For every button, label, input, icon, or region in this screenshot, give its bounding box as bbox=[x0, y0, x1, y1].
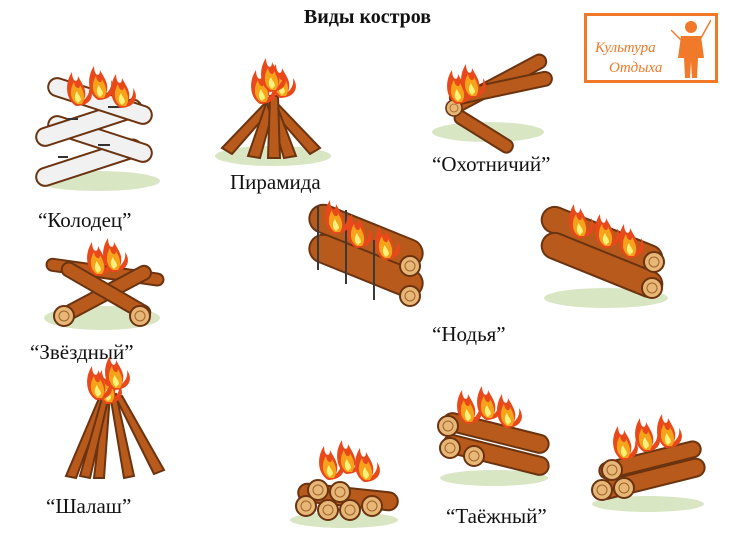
stacked-logs-campfire-icon bbox=[290, 440, 399, 528]
fire-label-piramida: Пирамида bbox=[230, 170, 321, 194]
logo-text-line2: Отдыха bbox=[609, 60, 663, 76]
angler-figure-icon bbox=[671, 19, 711, 78]
fire-label-zvezdny: “Звёздный” bbox=[30, 340, 134, 364]
nodya-campfire-icon bbox=[308, 200, 424, 307]
brand-logo: Культура Отдыха bbox=[584, 13, 718, 83]
logo-text-line1: Культура bbox=[595, 40, 656, 56]
star-campfire-icon bbox=[44, 238, 165, 330]
fire-label-shalash: “Шалаш” bbox=[46, 494, 132, 518]
teepee-campfire-icon bbox=[64, 356, 166, 480]
pyramid-campfire-icon bbox=[215, 58, 331, 166]
taiga-campfire-icon bbox=[437, 386, 550, 486]
fire-label-taezhny: “Таёжный” bbox=[446, 504, 547, 528]
fire-label-kolodets: “Колодец” bbox=[38, 208, 132, 232]
fire-label-nodya: “Нодья” bbox=[432, 322, 506, 346]
hunter-campfire-icon bbox=[432, 53, 553, 154]
stacked-logs-campfire-icon bbox=[591, 414, 706, 512]
page-title: Виды костров bbox=[303, 6, 432, 28]
well-campfire-icon bbox=[35, 66, 160, 191]
fire-label-okhotnichiy: “Охотничий” bbox=[432, 152, 551, 176]
long-log-campfire-icon bbox=[540, 204, 668, 308]
